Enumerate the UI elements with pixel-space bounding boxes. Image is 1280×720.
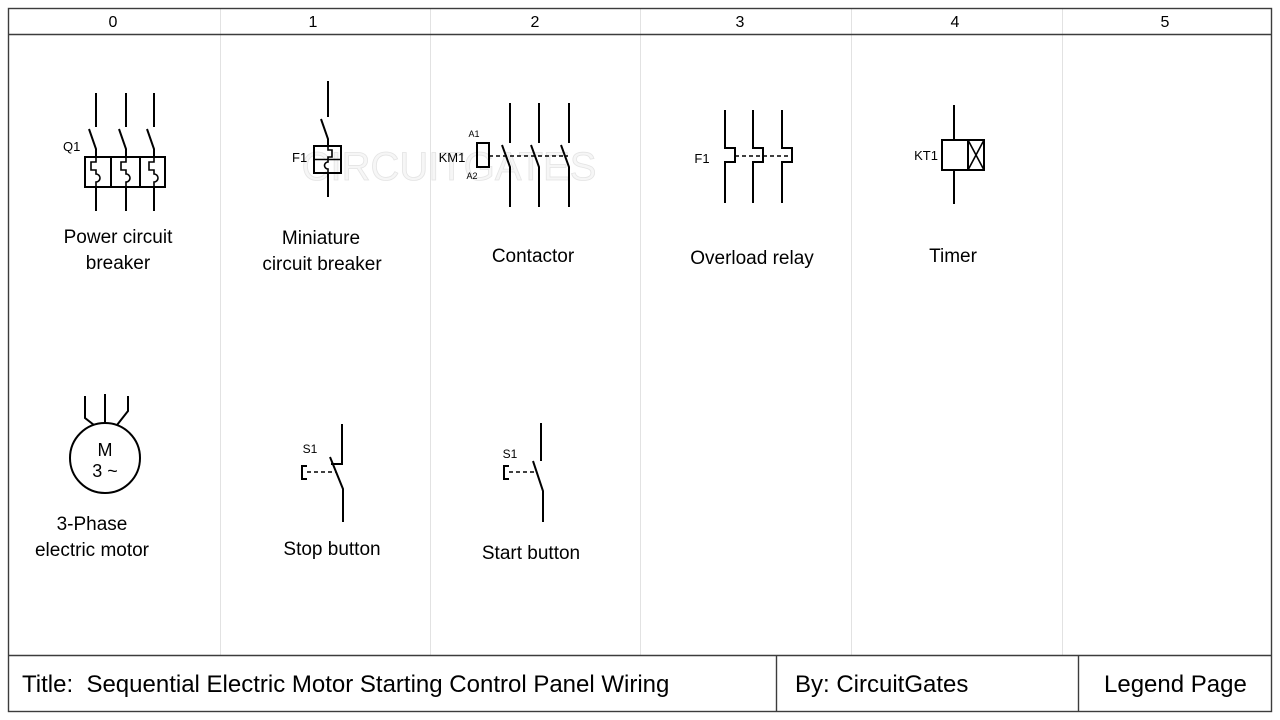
stop-moving-contact	[329, 456, 344, 522]
timer-device-tag: KT1	[914, 148, 938, 163]
timer-coil	[941, 139, 985, 171]
motor-caption-line-1: 3-Phase	[57, 514, 128, 535]
coil-terminal-a2: A2	[466, 171, 477, 181]
start-moving-contact	[532, 460, 544, 522]
motor-caption-line-2: electric motor	[35, 540, 150, 561]
motor-phase-mark: 3 ~	[92, 461, 118, 481]
contactor-symbol: A1 A2 KM1 Contactor	[439, 103, 575, 267]
contactor-coil	[476, 142, 490, 168]
motor-letter: M	[98, 440, 113, 460]
column-number-4: 4	[951, 14, 960, 31]
pcb-supply-lines	[95, 93, 155, 127]
pcb-device-tag: Q1	[63, 139, 80, 154]
timer-delay-mark	[967, 139, 985, 171]
stop-pushbutton-actuator	[301, 465, 307, 480]
title-text: Title: Sequential Electric Motor Startin…	[22, 671, 669, 698]
mcb-device-tag: F1	[292, 150, 307, 165]
overload-thermal-elements	[724, 110, 793, 203]
three-phase-motor-symbol: M 3 ~ 3-Phase electric motor	[35, 394, 150, 561]
pcb-caption-line-1: Power circuit	[64, 227, 173, 248]
motor-circle	[69, 422, 141, 494]
title-block: Title: Sequential Electric Motor Startin…	[22, 671, 1247, 698]
start-button-symbol: S1 Start button	[482, 423, 580, 564]
mcb-caption-line-1: Miniature	[282, 228, 360, 249]
column-header: 0 1 2 3 4 5	[109, 14, 1170, 31]
overload-relay-symbol: F1 Overload relay	[690, 110, 814, 269]
column-number-3: 3	[736, 14, 745, 31]
timer-symbol: KT1 Timer	[914, 105, 985, 267]
stop-fixed-contact	[331, 424, 343, 465]
sheet-border	[7, 7, 1273, 713]
pcb-load-lines	[95, 187, 155, 211]
column-number-1: 1	[309, 14, 318, 31]
pcb-cell-dividers	[110, 157, 141, 187]
column-number-0: 0	[109, 14, 118, 31]
stop-device-tag: S1	[303, 442, 318, 456]
overload-caption: Overload relay	[690, 248, 814, 269]
watermark: CIRCUITGATES	[302, 145, 597, 189]
column-grid	[220, 8, 1063, 656]
miniature-circuit-breaker-symbol: F1 Miniature circuit breaker	[262, 81, 382, 275]
column-number-5: 5	[1161, 14, 1170, 31]
pcb-caption-line-2: breaker	[86, 253, 151, 274]
mcb-trip-element	[323, 146, 333, 173]
contactor-main-contacts	[501, 144, 570, 207]
author-text: By: CircuitGates	[795, 671, 968, 698]
coil-terminal-a1: A1	[468, 129, 479, 139]
pcb-switch-blades	[88, 128, 155, 157]
pcb-trip-elements	[90, 157, 159, 187]
start-caption: Start button	[482, 543, 580, 564]
contactor-supply-lines	[509, 103, 570, 143]
overload-device-tag: F1	[694, 151, 709, 166]
contactor-caption: Contactor	[492, 246, 575, 267]
power-circuit-breaker-symbol: Q1 Power circuit breaker	[63, 93, 173, 274]
start-pushbutton-actuator	[503, 465, 509, 480]
stop-caption: Stop button	[283, 539, 380, 560]
motor-leads	[84, 394, 129, 426]
sheet-name-text: Legend Page	[1104, 671, 1247, 698]
start-device-tag: S1	[503, 447, 518, 461]
contactor-device-tag: KM1	[439, 150, 466, 165]
timer-caption: Timer	[929, 246, 978, 267]
mcb-switch-blade	[320, 118, 329, 146]
stop-button-symbol: S1 Stop button	[283, 424, 381, 560]
column-number-2: 2	[531, 14, 540, 31]
mcb-caption-line-2: circuit breaker	[262, 254, 382, 275]
